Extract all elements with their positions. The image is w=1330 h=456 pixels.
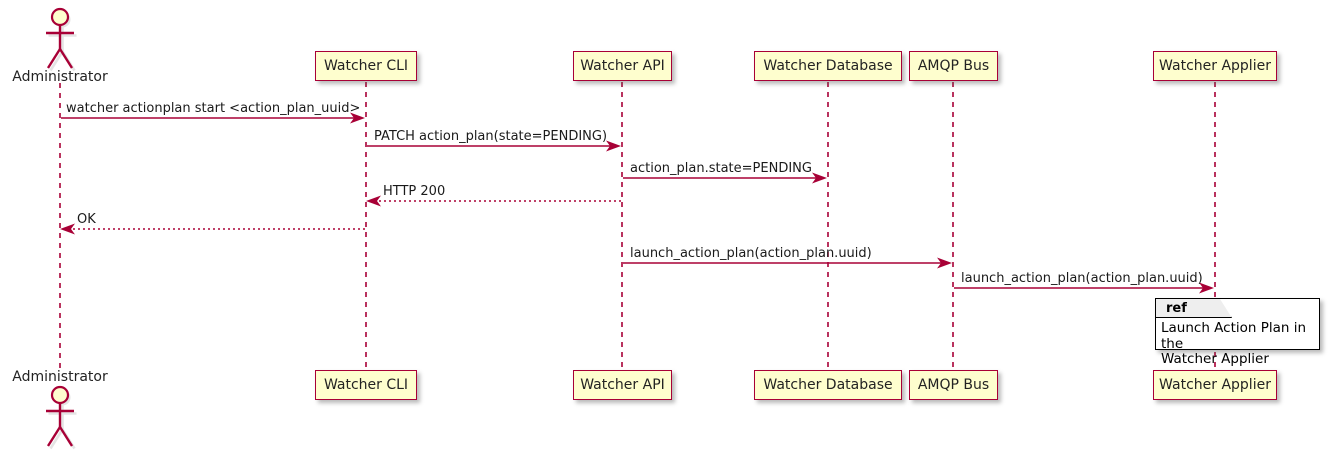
message-5: OK — [60, 212, 365, 235]
message-4: HTTP 200 — [366, 184, 621, 207]
message-6: launch_action_plan(action_plan.uuid) — [623, 246, 952, 269]
participant-box-watcher-database-bottom[interactable]: Watcher Database — [754, 370, 902, 400]
message-3-label: action_plan.state=PENDING — [630, 161, 812, 176]
message-4-label: HTTP 200 — [383, 184, 445, 199]
message-3-arrowhead — [812, 172, 827, 184]
participant-box-watcher-cli-top[interactable]: Watcher CLI — [315, 51, 417, 81]
participant-box-watcher-applier-bottom[interactable]: Watcher Applier — [1153, 370, 1277, 400]
reference-frame-body-line-2: Watcher Applier — [1161, 351, 1269, 367]
actor-label-administrator-bottom: Administrator — [12, 369, 108, 385]
message-2-label: PATCH action_plan(state=PENDING) — [374, 129, 607, 144]
message-2-arrowhead — [606, 140, 621, 152]
reference-frame-body: Launch Action Plan in the Watcher Applie… — [1161, 320, 1315, 368]
participant-box-amqp-bus-bottom[interactable]: AMQP Bus — [909, 370, 998, 400]
message-6-label: launch_action_plan(action_plan.uuid) — [630, 246, 872, 261]
actor-figure-administrator-top — [46, 7, 77, 72]
participant-box-watcher-applier-top[interactable]: Watcher Applier — [1153, 51, 1277, 81]
message-2: PATCH action_plan(state=PENDING) — [367, 129, 621, 152]
message-4-arrowhead — [366, 195, 381, 207]
participant-box-watcher-database-top[interactable]: Watcher Database — [754, 51, 902, 81]
participant-box-watcher-api-bottom[interactable]: Watcher API — [573, 370, 672, 400]
reference-frame-body-line-1: Launch Action Plan in the — [1161, 320, 1307, 352]
participant-box-amqp-bus-top[interactable]: AMQP Bus — [909, 51, 998, 81]
message-7-label: launch_action_plan(action_plan.uuid) — [961, 271, 1203, 286]
message-7: launch_action_plan(action_plan.uuid) — [954, 271, 1214, 294]
message-1-arrowhead — [350, 112, 365, 124]
message-3: action_plan.state=PENDING — [623, 161, 827, 184]
actor-figure-administrator-bottom — [46, 385, 77, 450]
actor-label-administrator-top: Administrator — [12, 69, 108, 85]
reference-frame-box[interactable]: ref Launch Action Plan in the Watcher Ap… — [1155, 298, 1320, 367]
participant-box-watcher-cli-bottom[interactable]: Watcher CLI — [315, 370, 417, 400]
message-1-label: watcher actionplan start <action_plan_uu… — [66, 101, 360, 116]
participant-box-watcher-api-top[interactable]: Watcher API — [573, 51, 672, 81]
message-6-arrowhead — [937, 257, 952, 269]
message-5-label: OK — [77, 212, 96, 227]
message-1: watcher actionplan start <action_plan_uu… — [61, 101, 365, 124]
message-7-arrowhead — [1199, 282, 1214, 294]
reference-frame-tab-label: ref — [1156, 299, 1232, 318]
lifelines — [59, 82, 1216, 370]
message-5-arrowhead — [60, 223, 75, 235]
